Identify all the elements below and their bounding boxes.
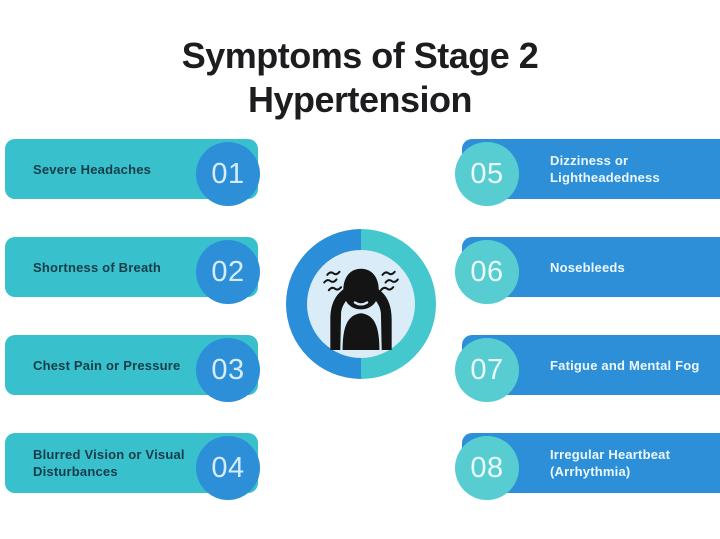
center-inner-circle — [307, 250, 415, 358]
number-badge: 07 — [455, 338, 519, 402]
symptom-row-07: Fatigue and Mental Fog 07 — [0, 335, 720, 403]
symptom-label: Irregular Heartbeat (Arrhythmia) — [550, 447, 671, 479]
symptom-row-06: Nosebleeds 06 — [0, 237, 720, 305]
number-badge: 04 — [196, 436, 260, 500]
number-badge: 01 — [196, 142, 260, 206]
symptom-row-01: Severe Headaches 01 — [0, 139, 720, 207]
number-badge: 03 — [196, 338, 260, 402]
symptom-row-04: Blurred Vision or Visual Disturbances 04 — [0, 433, 720, 501]
page-title-line2: Hypertension — [247, 79, 473, 120]
person-headache-icon — [315, 258, 407, 350]
page-title: Symptoms of Stage 2 Hypertension — [0, 34, 720, 122]
symptom-label: Chest Pain or Pressure — [33, 357, 181, 373]
number-badge: 08 — [455, 436, 519, 500]
symptom-row-08: Irregular Heartbeat (Arrhythmia) 08 — [0, 433, 720, 501]
symptom-label: Shortness of Breath — [33, 259, 162, 275]
symptom-label: Severe Headaches — [33, 161, 152, 177]
symptom-label: Blurred Vision or Visual Disturbances — [33, 447, 185, 479]
symptom-row-03: Chest Pain or Pressure 03 — [0, 335, 720, 403]
page-title-line1: Symptoms of Stage 2 — [181, 35, 539, 76]
number-badge: 06 — [455, 240, 519, 304]
symptom-label: Fatigue and Mental Fog — [550, 357, 700, 373]
symptom-label: Nosebleeds — [550, 259, 625, 275]
number-badge: 02 — [196, 240, 260, 304]
number-badge: 05 — [455, 142, 519, 206]
symptom-row-05: Dizziness or Lightheadedness 05 — [0, 139, 720, 207]
symptom-label: Dizziness or Lightheadedness — [550, 153, 660, 185]
symptom-row-02: Shortness of Breath 02 — [0, 237, 720, 305]
center-ring — [286, 229, 436, 379]
